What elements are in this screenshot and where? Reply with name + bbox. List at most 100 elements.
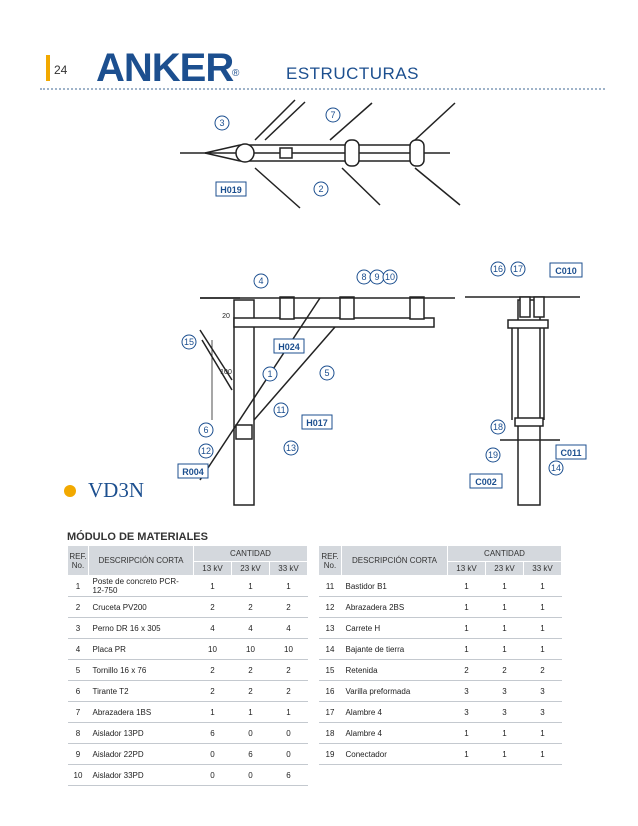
callout-14: 14 [551, 463, 561, 473]
table-cell: 1 [523, 596, 562, 618]
table-cell: 2 [231, 680, 270, 702]
col-23kv: 23 kV [231, 561, 270, 576]
table-cell: 4 [269, 617, 308, 639]
col-33kv: 33 kV [269, 561, 308, 576]
table-cell: 4 [193, 617, 232, 639]
page-number: 24 [54, 63, 68, 77]
table-cell: 3 [485, 701, 524, 723]
table-cell: 1 [269, 701, 308, 723]
table-cell: 10 [67, 764, 89, 786]
table-cell: Placa PR [88, 638, 194, 660]
table-cell: 12 [318, 596, 342, 618]
callout-11: 11 [276, 405, 285, 415]
col-13kv: 13 kV [447, 561, 486, 576]
table-cell: Carrete H [341, 617, 448, 639]
callout-15: 15 [184, 337, 194, 347]
table-cell: Alambre 4 [341, 701, 448, 723]
table-cell: 2 [485, 659, 524, 681]
table-cell: Bastidor B1 [341, 575, 448, 597]
table-cell: 7 [67, 701, 89, 723]
code-h017: H017 [306, 418, 328, 428]
table-cell: 2 [193, 680, 232, 702]
code-r004: R004 [182, 467, 204, 477]
table-cell: 1 [485, 575, 524, 597]
table-cell: 10 [193, 638, 232, 660]
col-desc-header: DESCRIPCIÓN CORTA [341, 545, 448, 576]
table-cell: 9 [67, 743, 89, 765]
materials-table-left: REF.No. DESCRIPCIÓN CORTA CANTIDAD 13 kV… [67, 545, 308, 786]
table-cell: Tirante T2 [88, 680, 194, 702]
callout-7: 7 [330, 110, 335, 120]
table-cell: Tornillo 16 x 76 [88, 659, 194, 681]
table-cell: Aislador 22PD [88, 743, 194, 765]
table-cell: 10 [269, 638, 308, 660]
table-cell: 1 [447, 722, 486, 744]
table-cell: 1 [485, 638, 524, 660]
col-13kv: 13 kV [193, 561, 232, 576]
structure-title: VD3N [88, 478, 144, 502]
callout-2: 2 [318, 184, 323, 194]
table-cell: Bajante de tierra [341, 638, 448, 660]
table-cell: 13 [318, 617, 342, 639]
table-cell: 1 [269, 575, 308, 597]
code-h024: H024 [278, 342, 300, 352]
table-cell: 3 [67, 617, 89, 639]
col-cant-header: CANTIDAD [447, 545, 562, 562]
code-c011: C011 [560, 448, 581, 458]
table-cell: 1 [447, 596, 486, 618]
table-cell: 16 [318, 680, 342, 702]
col-ref-header: REF.No. [67, 545, 89, 576]
table-cell: Aislador 13PD [88, 722, 194, 744]
callout-13: 13 [286, 443, 296, 453]
table-cell: 2 [523, 659, 562, 681]
callout-6: 6 [203, 425, 208, 435]
materials-heading: MÓDULO DE MATERIALES [67, 531, 208, 543]
table-cell: 1 [447, 617, 486, 639]
table-cell: 6 [231, 743, 270, 765]
table-cell: 1 [447, 743, 486, 765]
col-23kv: 23 kV [485, 561, 524, 576]
col-ref-header: REF.No. [318, 545, 342, 576]
table-cell: 2 [193, 659, 232, 681]
table-cell: 1 [67, 575, 89, 597]
callout-5: 5 [324, 368, 329, 378]
callout-3: 3 [219, 118, 224, 128]
table-cell: 1 [523, 575, 562, 597]
table-cell: 1 [523, 638, 562, 660]
anker-logo: ANKER [96, 46, 234, 90]
callout-12: 12 [201, 446, 211, 456]
table-cell: 0 [193, 764, 232, 786]
table-cell: 10 [231, 638, 270, 660]
table-cell: 3 [447, 680, 486, 702]
dim-100: 100 [220, 369, 232, 376]
table-cell: 1 [485, 596, 524, 618]
table-cell: 2 [269, 680, 308, 702]
table-cell: 15 [318, 659, 342, 681]
table-cell: 3 [447, 701, 486, 723]
code-c002: C002 [475, 477, 497, 487]
table-cell: 1 [485, 743, 524, 765]
table-cell: 18 [318, 722, 342, 744]
table-cell: 6 [193, 722, 232, 744]
code-h019: H019 [220, 185, 242, 195]
table-cell: 0 [193, 743, 232, 765]
callout-9: 9 [374, 272, 379, 282]
table-cell: 3 [485, 680, 524, 702]
table-cell: Conectador [341, 743, 448, 765]
table-cell: 1 [523, 722, 562, 744]
table-cell: Abrazadera 2BS [341, 596, 448, 618]
table-cell: 8 [67, 722, 89, 744]
table-cell: 3 [523, 680, 562, 702]
header-accent-bar [46, 55, 50, 81]
table-cell: 19 [318, 743, 342, 765]
